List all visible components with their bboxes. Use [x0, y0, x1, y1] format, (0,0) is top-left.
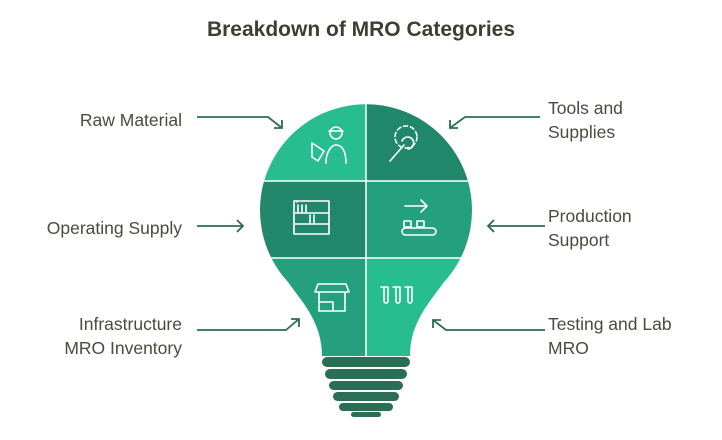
arrow-production-support: [486, 219, 545, 233]
label-line: MRO Inventory: [64, 338, 182, 358]
segment-operating-supply: [260, 181, 366, 258]
label-line: Supplies: [548, 122, 616, 142]
label-line: Tools and: [548, 98, 623, 118]
arrow-testing-lab: [432, 319, 545, 331]
gear-wrench-icon: [389, 125, 418, 162]
label-tools-supplies: Tools and Supplies: [548, 96, 623, 144]
label-line: MRO: [548, 338, 589, 358]
label-production-support: Production Support: [548, 204, 632, 252]
label-line: Operating Supply: [46, 218, 182, 238]
shelf-icon: [293, 200, 330, 235]
label-line: Infrastructure: [78, 314, 182, 334]
label-infrastructure: Infrastructure MRO Inventory: [64, 312, 182, 360]
segment-tools-supplies: [366, 104, 473, 181]
diagram-title: Breakdown of MRO Categories: [206, 18, 516, 41]
label-line: Raw Material: [79, 110, 182, 130]
conveyor-icon: [401, 199, 437, 236]
test-tubes-icon: [380, 286, 413, 304]
storefront-icon: [314, 283, 350, 312]
label-line: Production: [548, 206, 632, 226]
worker-icon: [311, 126, 347, 164]
arrow-tools-supplies: [449, 116, 540, 129]
segment-testing-lab: [366, 258, 473, 356]
arrow-operating-supply: [197, 219, 245, 233]
segment-production-support: [366, 181, 473, 258]
label-testing-lab: Testing and Lab MRO: [548, 312, 672, 360]
label-operating-supply: Operating Supply: [47, 216, 182, 240]
arrow-raw-material: [197, 116, 283, 129]
label-raw-material: Raw Material: [80, 108, 182, 132]
segment-raw-material: [260, 104, 366, 181]
bulb-base: [322, 357, 410, 417]
label-line: Support: [548, 230, 610, 250]
arrow-infrastructure: [197, 318, 300, 331]
label-line: Testing and Lab: [548, 314, 672, 334]
segment-infrastructure: [260, 258, 366, 356]
